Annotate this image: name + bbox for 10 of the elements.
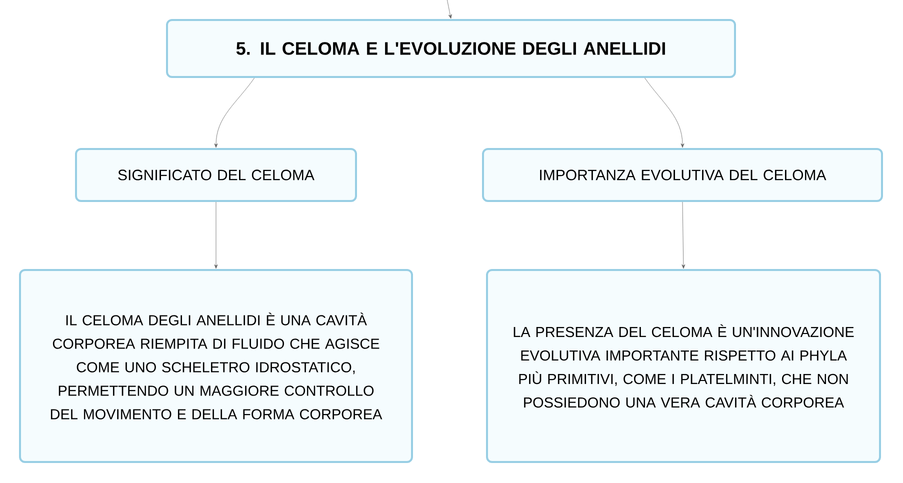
arrow xyxy=(644,78,684,148)
text-box: IL CELOMA DEGLI ANELLIDI È UNA CAVITÀ CORPOREA RIEMPITA DI FLUIDO CHE AGISCE COME UNO SCHELETRO IDROSTATICO, PERMETTENDO UN MAGGIORE CONTROLLO DEL MOVIMENTO E DELLA FORMA CORPOREA xyxy=(19,269,413,463)
topic-box: IMPORTANZA EVOLUTIVA DEL CELOMA xyxy=(482,148,883,202)
topic-box: SIGNIFICATO DEL CELOMA xyxy=(75,148,357,202)
arrow xyxy=(446,0,452,19)
arrow xyxy=(214,78,255,148)
arrow xyxy=(682,202,686,269)
title-box: 5. IL CELOMA E L'EVOLUZIONE DEGLI ANELLIDI xyxy=(166,19,736,78)
arrow xyxy=(214,202,218,269)
text-box: LA PRESENZA DEL CELOMA È UN'INNOVAZIONE EVOLUTIVA IMPORTANTE RISPETTO AI PHYLA PIÙ PRIMITIVI, COME I PLATELMINTI, CHE NON POSSIEDONO UNA VERA CAVITÀ CORPOREA xyxy=(486,269,881,463)
